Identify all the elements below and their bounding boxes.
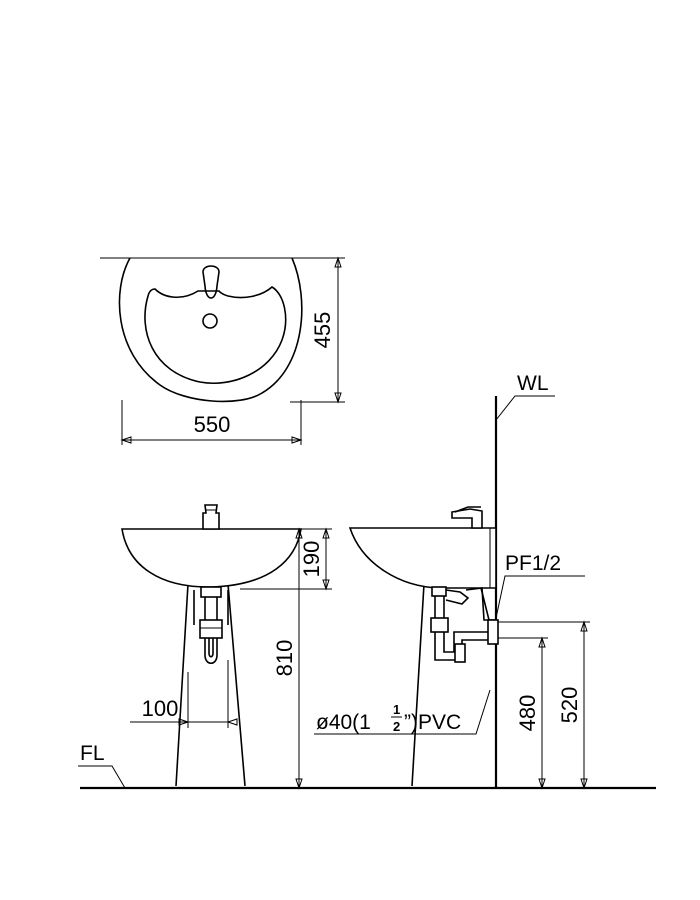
- dim-rim-height: 810: [272, 640, 297, 677]
- floor-label-leader: [78, 765, 126, 789]
- dim-outlet-height: 480: [515, 695, 540, 732]
- faucet-side: [451, 508, 483, 529]
- dim-pedestal-spacing: 100: [142, 696, 179, 721]
- drain-trap-front: [193, 586, 229, 665]
- top-view: 550 455: [100, 256, 345, 445]
- front-view: 100 190 810: [121, 504, 332, 790]
- wall-label-leader: [495, 395, 555, 421]
- floor-label: FL: [80, 742, 105, 765]
- svg-text:2: 2: [393, 719, 400, 734]
- dim-bowl-height: 190: [299, 541, 324, 578]
- basin-outline-top: [118, 257, 303, 403]
- basin-side: [348, 527, 497, 589]
- wall-label: WL: [517, 372, 549, 395]
- pedestal-side: [411, 583, 495, 787]
- svg-text:1: 1: [393, 702, 400, 717]
- svg-text:ø40(1: ø40(1: [316, 711, 371, 734]
- drain-pipe-label: ø40(1 1 2 ”)PVC: [316, 702, 461, 734]
- svg-text:”)PVC: ”)PVC: [404, 711, 461, 734]
- dim-inlet-height: 520: [557, 687, 582, 724]
- floor: FL: [78, 742, 656, 790]
- side-view: WL PF1/2 520: [314, 372, 590, 790]
- pedestal-front: [175, 583, 246, 787]
- inlet-label-leader: [495, 575, 585, 619]
- faucet-handle-top: [202, 265, 220, 299]
- drain-hole-top: [202, 313, 218, 329]
- drain-trap-side: [430, 586, 499, 663]
- drain-label-leader: [314, 689, 491, 735]
- basin-front: [121, 528, 302, 588]
- dim-top-depth: 455: [310, 312, 335, 349]
- dim-top-width: 550: [194, 412, 231, 437]
- faucet-front: [202, 504, 220, 530]
- basin-bowl-top: [144, 286, 287, 384]
- inlet-thread-label: PF1/2: [505, 552, 561, 575]
